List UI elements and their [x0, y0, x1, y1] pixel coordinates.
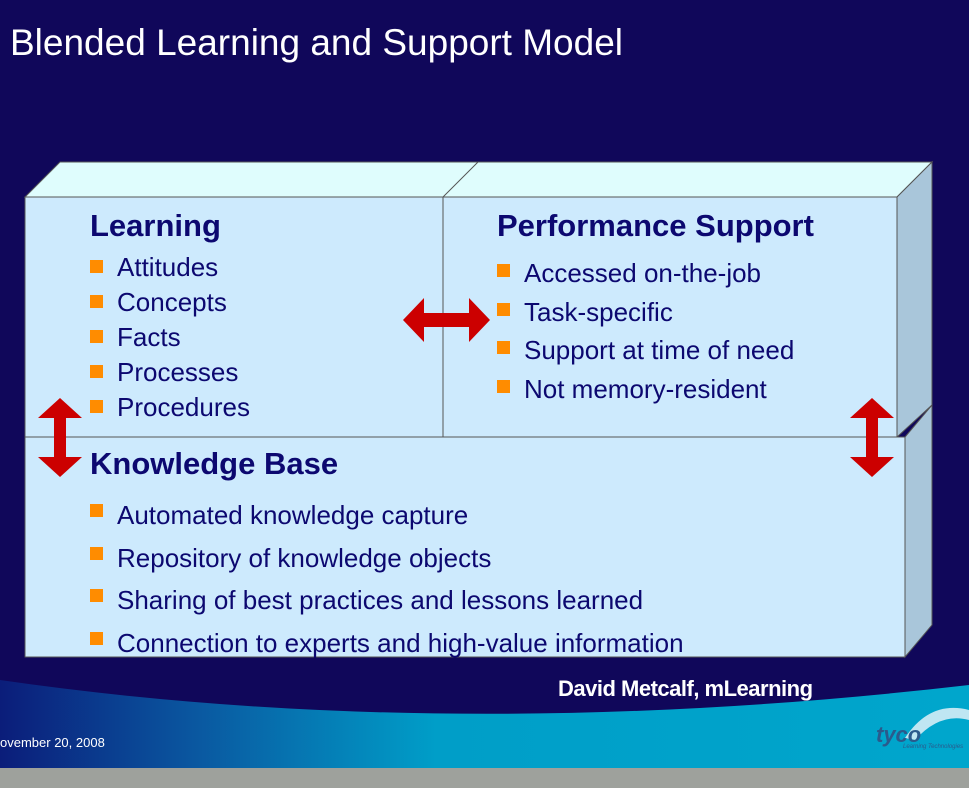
left-vertical-double-arrow — [38, 398, 82, 477]
list-item: Procedures — [90, 390, 250, 425]
top-face — [23, 161, 934, 198]
footer-bar — [0, 768, 969, 788]
learning-box — [24, 196, 444, 438]
list-item: Connection to experts and high-value inf… — [90, 622, 684, 665]
author-credit: David Metcalf, mLearning — [558, 676, 813, 701]
list-item: Concepts — [90, 285, 250, 320]
list-item: Repository of knowledge objects — [90, 537, 684, 580]
learning-list: Attitudes Concepts Facts Processes Proce… — [90, 250, 250, 425]
knowledge-box — [24, 436, 906, 658]
list-item: Facts — [90, 320, 250, 355]
footer-wave — [0, 680, 969, 770]
performance-box — [442, 196, 898, 438]
learning-heading: Learning — [90, 208, 221, 243]
performance-heading: Performance Support — [497, 208, 814, 243]
logo-subtitle: Learning Technologies — [903, 744, 964, 750]
performance-list: Accessed on-the-job Task-specific Suppor… — [497, 254, 794, 408]
right-vertical-double-arrow — [850, 398, 894, 477]
list-item: Automated knowledge capture — [90, 494, 684, 537]
list-item: Task-specific — [497, 293, 794, 332]
side-face-top — [896, 160, 933, 439]
slide-date: ovember 20, 2008 — [0, 735, 105, 750]
list-item: Support at time of need — [497, 331, 794, 370]
tyco-logo: tyco — [876, 722, 922, 747]
slide-title: Blended Learning and Support Model — [10, 22, 624, 63]
list-item: Accessed on-the-job — [497, 254, 794, 293]
side-face-bottom — [904, 403, 933, 659]
list-item: Not memory-resident — [497, 370, 794, 409]
list-item: Sharing of best practices and lessons le… — [90, 579, 684, 622]
logo-swoosh-icon — [905, 707, 969, 740]
horizontal-double-arrow — [403, 298, 490, 342]
list-item: Processes — [90, 355, 250, 390]
knowledge-list: Automated knowledge capture Repository o… — [90, 494, 684, 664]
knowledge-heading: Knowledge Base — [90, 446, 339, 481]
list-item: Attitudes — [90, 250, 250, 285]
